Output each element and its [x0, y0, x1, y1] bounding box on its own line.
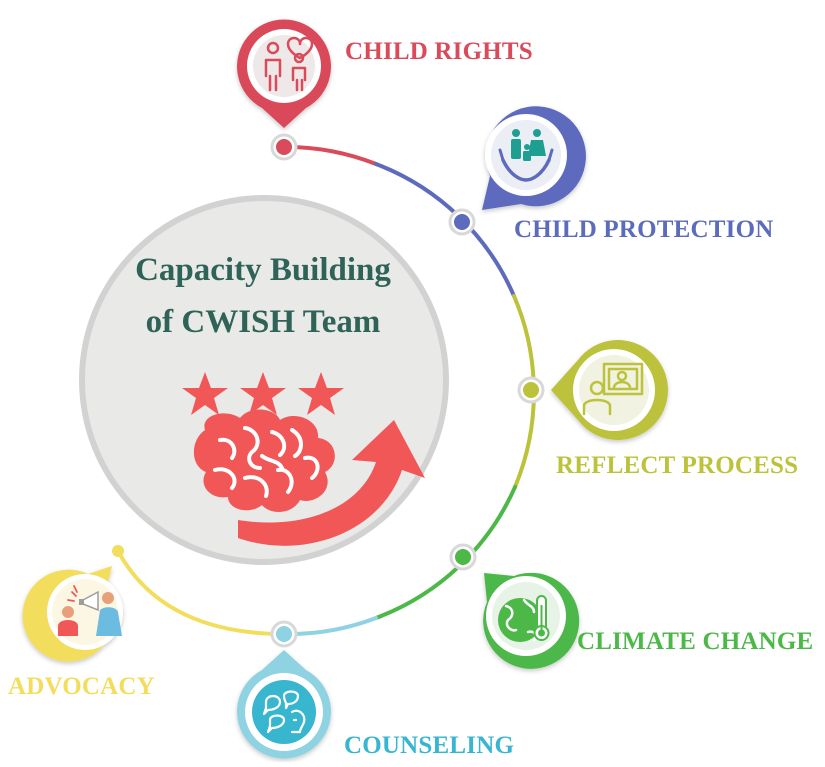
- node-advocacy-end: [112, 545, 124, 557]
- marker-child-rights: [237, 19, 331, 128]
- center-title-line1: Capacity Building: [135, 252, 391, 288]
- speech-bubbles-head-icon: [262, 690, 306, 734]
- node-climate-change: [449, 543, 477, 571]
- megaphone-icon: [58, 585, 122, 636]
- brain-arrow-icon: [193, 409, 425, 546]
- presentation-icon: [582, 362, 644, 416]
- label-child-rights: CHILD RIGHTS: [345, 38, 533, 65]
- arc-segment-advocacy: [116, 549, 286, 636]
- three-stars-icon: [182, 372, 344, 415]
- thermometer-globe-icon: [498, 595, 550, 642]
- label-reflect-process: REFLECT PROCESS: [556, 452, 799, 479]
- label-climate-change: CLIMATE CHANGE: [577, 628, 814, 655]
- center-title-line2: of CWISH Team: [145, 304, 381, 340]
- label-advocacy: ADVOCACY: [8, 673, 155, 700]
- arc-segment-child-rights: [282, 144, 378, 166]
- marker-counseling: [236, 650, 331, 759]
- family-protection-icon: [498, 129, 554, 182]
- arc-segment-counseling: [282, 616, 378, 637]
- node-reflect-process: [517, 376, 545, 404]
- node-counseling: [270, 620, 298, 648]
- child-rights-icon: [264, 36, 314, 92]
- label-child-protection: CHILD PROTECTION: [514, 216, 774, 243]
- node-child-protection: [448, 208, 476, 236]
- label-counseling: COUNSELING: [344, 732, 515, 759]
- marker-child-protection: [482, 106, 586, 210]
- node-child-rights: [270, 133, 298, 161]
